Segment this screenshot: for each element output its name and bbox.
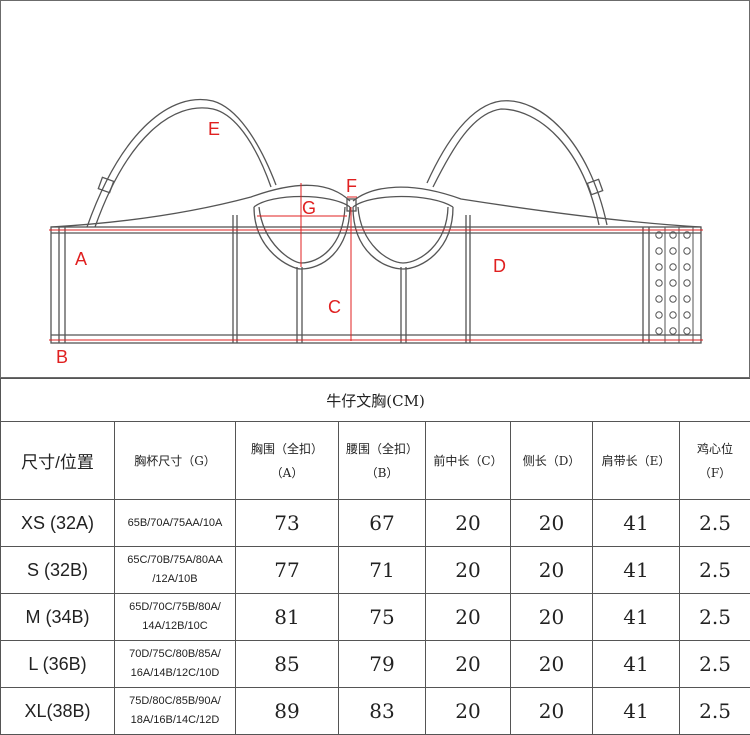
front-cell: 20 [426, 500, 511, 547]
header-bust-line1: 胸围（全扣） [236, 437, 338, 461]
strap-cell: 41 [593, 547, 680, 594]
header-size: 尺寸/位置 [1, 422, 115, 500]
cup-line1: 65C/70B/75A/80AA [115, 551, 235, 570]
side-cell: 20 [511, 500, 593, 547]
header-heart: 鸡心位（F） [680, 422, 750, 500]
label-e: E [208, 120, 220, 138]
cup-cell: 75D/80C/85B/90A/18A/16B/14C/12D [115, 688, 236, 735]
size-chart-table: 牛仔文胸(CM) 尺寸/位置 胸杯尺寸（G） 胸围（全扣）（A） 腰围（全扣）（… [0, 378, 750, 735]
size-cell: XS (32A) [1, 500, 115, 547]
bra-measurement-diagram: A B C D E F G [0, 0, 750, 378]
strap-cell: 41 [593, 500, 680, 547]
size-cell: M (34B) [1, 594, 115, 641]
waist-cell: 67 [339, 500, 426, 547]
heart-cell: 2.5 [680, 688, 750, 735]
label-b: B [56, 348, 68, 366]
side-cell: 20 [511, 594, 593, 641]
cup-line2: /12A/10B [115, 570, 235, 589]
bust-cell: 77 [236, 547, 339, 594]
cup-line1: 75D/80C/85B/90A/ [115, 692, 235, 711]
label-g: G [302, 199, 316, 217]
table-row: XL(38B) 75D/80C/85B/90A/18A/16B/14C/12D … [1, 688, 750, 735]
table-title: 牛仔文胸(CM) [1, 379, 750, 422]
side-cell: 20 [511, 547, 593, 594]
header-side: 侧长（D） [511, 422, 593, 500]
front-cell: 20 [426, 688, 511, 735]
front-cell: 20 [426, 594, 511, 641]
cup-line2: 18A/16B/14C/12D [115, 711, 235, 730]
cup-line2: 16A/14B/12C/10D [115, 664, 235, 683]
strap-cell: 41 [593, 641, 680, 688]
label-c: C [328, 298, 341, 316]
header-front: 前中长（C） [426, 422, 511, 500]
table-row: M (34B) 65D/70C/75B/80A/14A/12B/10C 81 7… [1, 594, 750, 641]
cup-cell: 65D/70C/75B/80A/14A/12B/10C [115, 594, 236, 641]
table-row: S (32B) 65C/70B/75A/80AA/12A/10B 77 71 2… [1, 547, 750, 594]
header-bust: 胸围（全扣）（A） [236, 422, 339, 500]
cup-line1: 65B/70A/75AA/10A [115, 514, 235, 533]
bust-cell: 89 [236, 688, 339, 735]
size-cell: S (32B) [1, 547, 115, 594]
size-cell: L (36B) [1, 641, 115, 688]
cup-line2: 14A/12B/10C [115, 617, 235, 636]
bust-cell: 81 [236, 594, 339, 641]
label-a: A [75, 250, 87, 268]
bust-cell: 73 [236, 500, 339, 547]
bra-sketch [1, 1, 750, 379]
heart-cell: 2.5 [680, 547, 750, 594]
header-waist: 腰围（全扣）（B） [339, 422, 426, 500]
bust-cell: 85 [236, 641, 339, 688]
header-heart-line2: （F） [680, 461, 750, 485]
table-row: L (36B) 70D/75C/80B/85A/16A/14B/12C/10D … [1, 641, 750, 688]
front-cell: 20 [426, 547, 511, 594]
strap-cell: 41 [593, 688, 680, 735]
side-cell: 20 [511, 641, 593, 688]
header-waist-line1: 腰围（全扣） [339, 437, 425, 461]
strap-cell: 41 [593, 594, 680, 641]
label-d: D [493, 257, 506, 275]
cup-cell: 65B/70A/75AA/10A [115, 500, 236, 547]
waist-cell: 75 [339, 594, 426, 641]
side-cell: 20 [511, 688, 593, 735]
cup-line1: 65D/70C/75B/80A/ [115, 598, 235, 617]
header-cup: 胸杯尺寸（G） [115, 422, 236, 500]
header-row: 尺寸/位置 胸杯尺寸（G） 胸围（全扣）（A） 腰围（全扣）（B） 前中长（C）… [1, 422, 750, 500]
header-bust-line2: （A） [236, 461, 338, 485]
cup-cell: 70D/75C/80B/85A/16A/14B/12C/10D [115, 641, 236, 688]
waist-cell: 79 [339, 641, 426, 688]
heart-cell: 2.5 [680, 641, 750, 688]
waist-cell: 71 [339, 547, 426, 594]
heart-cell: 2.5 [680, 500, 750, 547]
heart-cell: 2.5 [680, 594, 750, 641]
left-strap [87, 100, 276, 227]
front-cell: 20 [426, 641, 511, 688]
measurement-guides [49, 183, 703, 341]
size-cell: XL(38B) [1, 688, 115, 735]
cup-line1: 70D/75C/80B/85A/ [115, 645, 235, 664]
label-f: F [346, 177, 357, 195]
header-heart-line1: 鸡心位 [680, 437, 750, 461]
right-strap [427, 101, 607, 225]
cup-cell: 65C/70B/75A/80AA/12A/10B [115, 547, 236, 594]
header-strap: 肩带长（E） [593, 422, 680, 500]
header-waist-line2: （B） [339, 461, 425, 485]
hook-and-eye-closure [656, 227, 693, 343]
table-row: XS (32A) 65B/70A/75AA/10A 73 67 20 20 41… [1, 500, 750, 547]
waist-cell: 83 [339, 688, 426, 735]
